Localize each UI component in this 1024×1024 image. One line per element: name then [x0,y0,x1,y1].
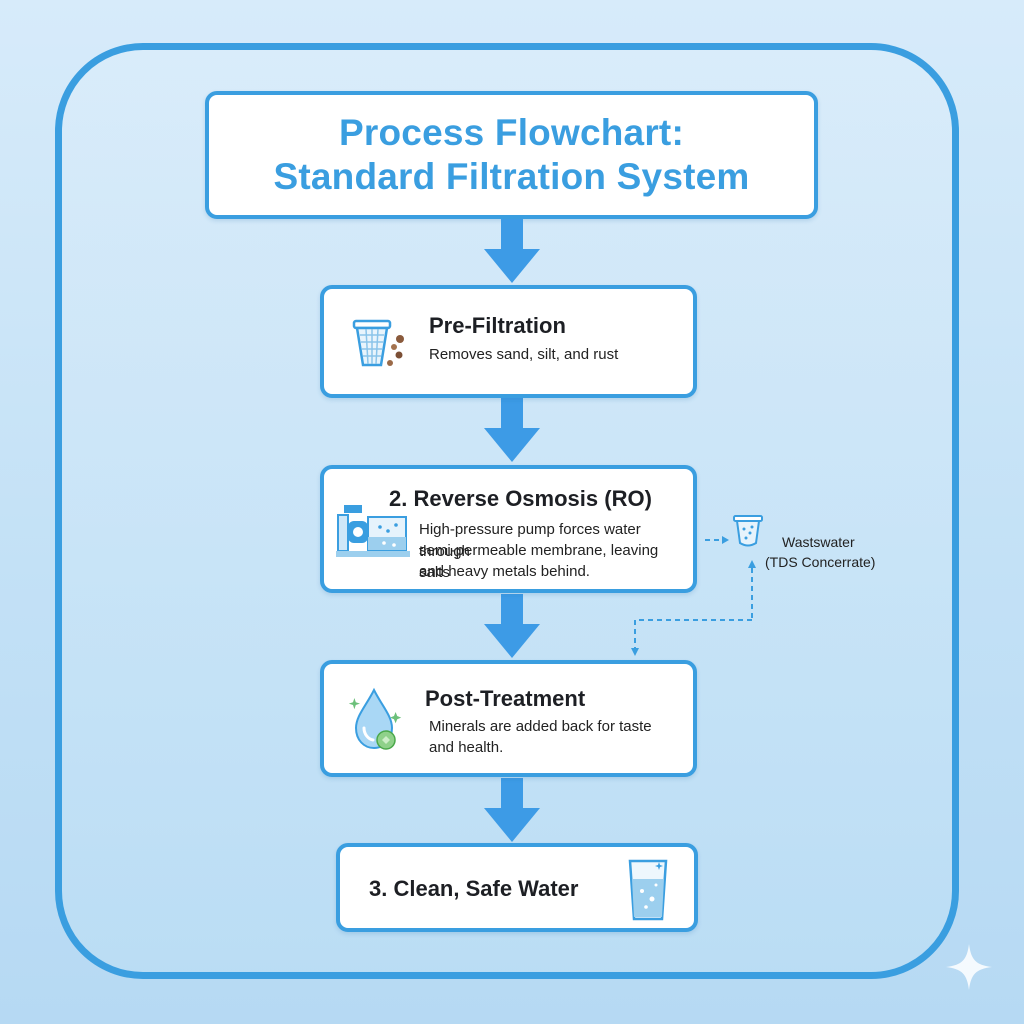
step-1-title: Pre-Filtration [429,313,566,338]
flow-arrow-2 [484,398,540,462]
step-2-title: 2. Reverse Osmosis (RO) [389,486,652,511]
waste-filter-icon [733,515,763,547]
wastewater-label-line-2: (TDS Concerrate) [765,554,876,570]
wastewater-connector [631,536,756,656]
step-clean-safe-water: 3. Clean, Safe Water [336,843,698,932]
wastewater-label-line-1: Wastswater [782,534,855,550]
title-box: Process Flowchart: Standard Filtration S… [205,91,818,219]
flow-arrow-1 [484,219,540,283]
step-2-description-line-1: High-pressure pump forces water through [419,521,641,560]
strainer-icon [352,319,404,367]
step-reverse-osmosis: 2. Reverse Osmosis (RO) High-pressure pu… [320,465,697,593]
water-glass-icon [628,859,668,921]
step-3-description-line-1: Minerals are added back for taste [429,718,652,735]
step-post-treatment: Post-Treatment Minerals are added back f… [320,660,697,777]
page-title-line-2: Standard Filtration System [273,156,750,197]
flow-arrow-3 [484,594,540,658]
sparkle-icon [946,944,992,990]
step-3-description-line-2: and health. [429,739,504,756]
page-title-line-1: Process Flowchart: [339,112,684,153]
step-2-description-line-3: and heavy metals behind. [419,563,590,580]
water-drop-minerals-icon [348,687,402,750]
step-1-description-line-1: Removes sand, silt, and rust [429,346,619,363]
step-2-description-line-2: semi-permeable membrane, leaving salts [419,542,659,581]
flow-arrow-4 [484,778,540,842]
pump-membrane-icon [336,505,410,557]
step-pre-filtration: Pre-Filtration Removes sand, silt, and r… [320,285,697,398]
step-4-title: 3. Clean, Safe Water [369,876,579,901]
step-3-title: Post-Treatment [425,686,586,711]
